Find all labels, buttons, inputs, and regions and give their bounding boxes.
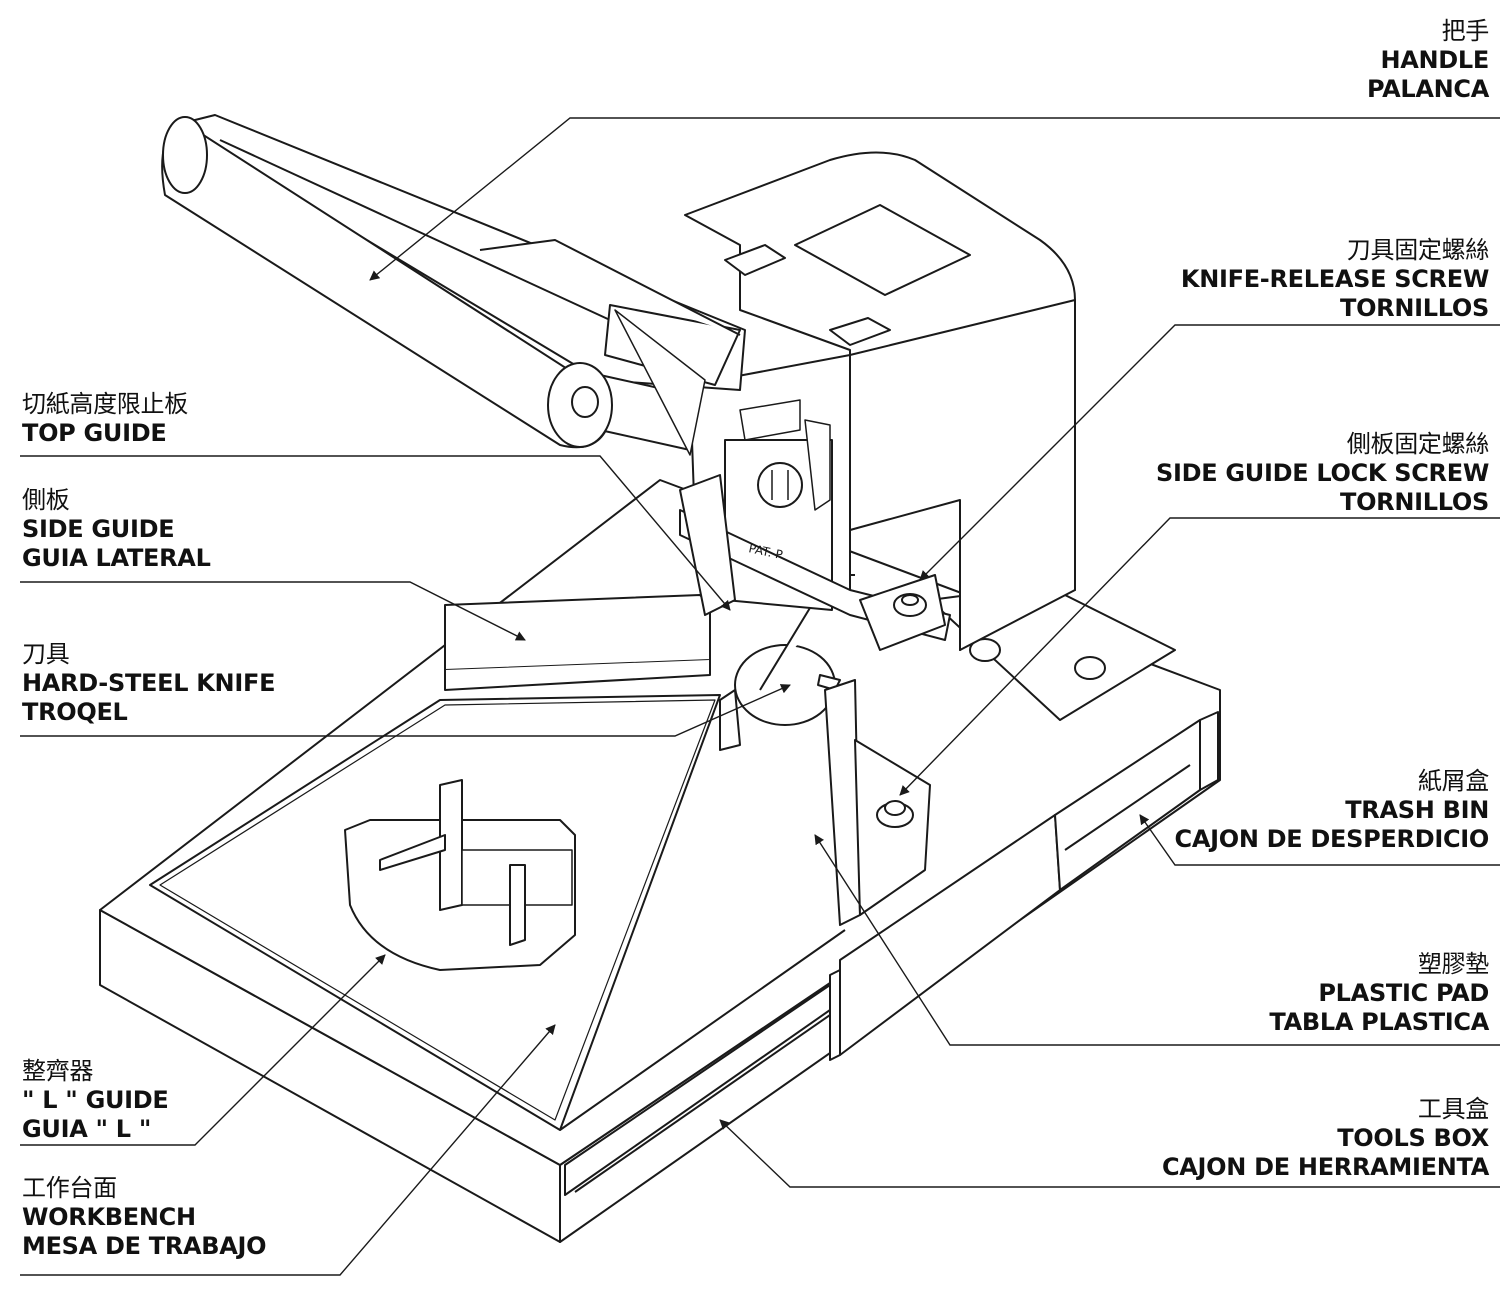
label-hard-steel-knife-en: HARD-STEEL KNIFE bbox=[22, 669, 276, 697]
side-guide-plate bbox=[444, 594, 711, 691]
label-hard-steel-knife: 刀具 HARD-STEEL KNIFE TROQEL bbox=[22, 640, 275, 727]
top-guide-part bbox=[679, 474, 736, 616]
leader-knife-release-screw bbox=[919, 324, 1500, 581]
leader-side-guide-lock-screw bbox=[899, 517, 1500, 796]
label-tools-box-zh: 工具盒 bbox=[1417, 1095, 1489, 1123]
label-tools-box: 工具盒 TOOLS BOX CAJON DE HERRAMIENTA bbox=[1162, 1095, 1489, 1182]
label-l-guide-es: GUIA " L " bbox=[22, 1115, 152, 1143]
leader-l-guide bbox=[20, 954, 386, 1146]
label-trash-bin-zh: 紙屑盒 bbox=[1417, 767, 1489, 795]
label-top-guide: 切紙高度限止板 TOP GUIDE bbox=[22, 390, 188, 448]
label-workbench-en: WORKBENCH bbox=[22, 1203, 196, 1231]
label-top-guide-zh: 切紙高度限止板 bbox=[22, 390, 188, 418]
leader-hard-steel-knife bbox=[20, 684, 791, 737]
leader-handle bbox=[369, 117, 1500, 281]
leader-tools-box bbox=[719, 1119, 1500, 1188]
label-plastic-pad-en: PLASTIC PAD bbox=[1318, 979, 1489, 1007]
label-handle-zh: 把手 bbox=[1441, 17, 1490, 45]
label-workbench-es: MESA DE TRABAJO bbox=[22, 1232, 267, 1260]
label-side-guide-en: SIDE GUIDE bbox=[22, 515, 175, 543]
l-guide-part bbox=[344, 779, 576, 971]
leader-workbench bbox=[20, 1024, 556, 1276]
label-tools-box-en: TOOLS BOX bbox=[1337, 1124, 1489, 1152]
label-l-guide-zh: 整齊器 bbox=[22, 1057, 94, 1085]
label-plastic-pad-es: TABLA PLASTICA bbox=[1269, 1008, 1489, 1036]
label-handle-es: PALANCA bbox=[1366, 75, 1489, 103]
head-housing bbox=[684, 151, 1076, 651]
knife-release-bar bbox=[679, 509, 951, 651]
label-top-guide-en: TOP GUIDE bbox=[22, 419, 167, 447]
label-knife-release-screw-zh: 刀具固定螺絲 bbox=[1346, 236, 1490, 264]
label-side-guide-lock-screw-zh: 側板固定螺絲 bbox=[1346, 430, 1490, 458]
label-side-guide-lock-screw-es: TORNILLOS bbox=[1340, 488, 1489, 516]
label-knife-release-screw-es: TORNILLOS bbox=[1340, 294, 1489, 322]
leader-plastic-pad bbox=[814, 834, 1500, 1046]
label-workbench: 工作台面 WORKBENCH MESA DE TRABAJO bbox=[22, 1174, 267, 1261]
label-side-guide: 側板 SIDE GUIDE GUIA LATERAL bbox=[22, 486, 211, 573]
label-plastic-pad: 塑膠墊 PLASTIC PAD TABLA PLASTICA bbox=[1269, 950, 1489, 1037]
leader-side-guide bbox=[20, 581, 526, 641]
leader-top-guide bbox=[20, 455, 731, 611]
label-hard-steel-knife-es: TROQEL bbox=[22, 698, 128, 726]
leader-trash-bin bbox=[1139, 814, 1500, 866]
label-handle: 把手 HANDLE PALANCA bbox=[1367, 17, 1489, 104]
label-side-guide-lock-screw: 側板固定螺絲 SIDE GUIDE LOCK SCREW TORNILLOS bbox=[1156, 430, 1489, 517]
label-side-guide-lock-screw-en: SIDE GUIDE LOCK SCREW bbox=[1155, 459, 1489, 487]
label-side-guide-es: GUIA LATERAL bbox=[22, 544, 211, 572]
label-trash-bin: 紙屑盒 TRASH BIN CAJON DE DESPERDICIO bbox=[1175, 767, 1490, 854]
label-hard-steel-knife-zh: 刀具 bbox=[22, 640, 70, 668]
handle-lever bbox=[161, 114, 746, 456]
label-trash-bin-en: TRASH BIN bbox=[1345, 796, 1489, 824]
label-workbench-zh: 工作台面 bbox=[22, 1174, 117, 1202]
label-l-guide: 整齊器 " L " GUIDE GUIA " L " bbox=[22, 1057, 169, 1144]
label-tools-box-es: CAJON DE HERRAMIENTA bbox=[1161, 1153, 1489, 1181]
label-knife-release-screw: 刀具固定螺絲 KNIFE-RELEASE SCREW TORNILLOS bbox=[1181, 236, 1489, 323]
label-knife-release-screw-en: KNIFE-RELEASE SCREW bbox=[1180, 265, 1489, 293]
label-handle-en: HANDLE bbox=[1380, 46, 1489, 74]
label-side-guide-zh: 側板 bbox=[22, 486, 70, 514]
label-plastic-pad-zh: 塑膠墊 bbox=[1417, 950, 1489, 978]
work-surface-edge bbox=[559, 929, 846, 1131]
label-trash-bin-es: CAJON DE DESPERDICIO bbox=[1174, 825, 1490, 853]
trash-bin-drawer bbox=[839, 711, 1219, 1056]
label-l-guide-en: " L " GUIDE bbox=[22, 1086, 169, 1114]
